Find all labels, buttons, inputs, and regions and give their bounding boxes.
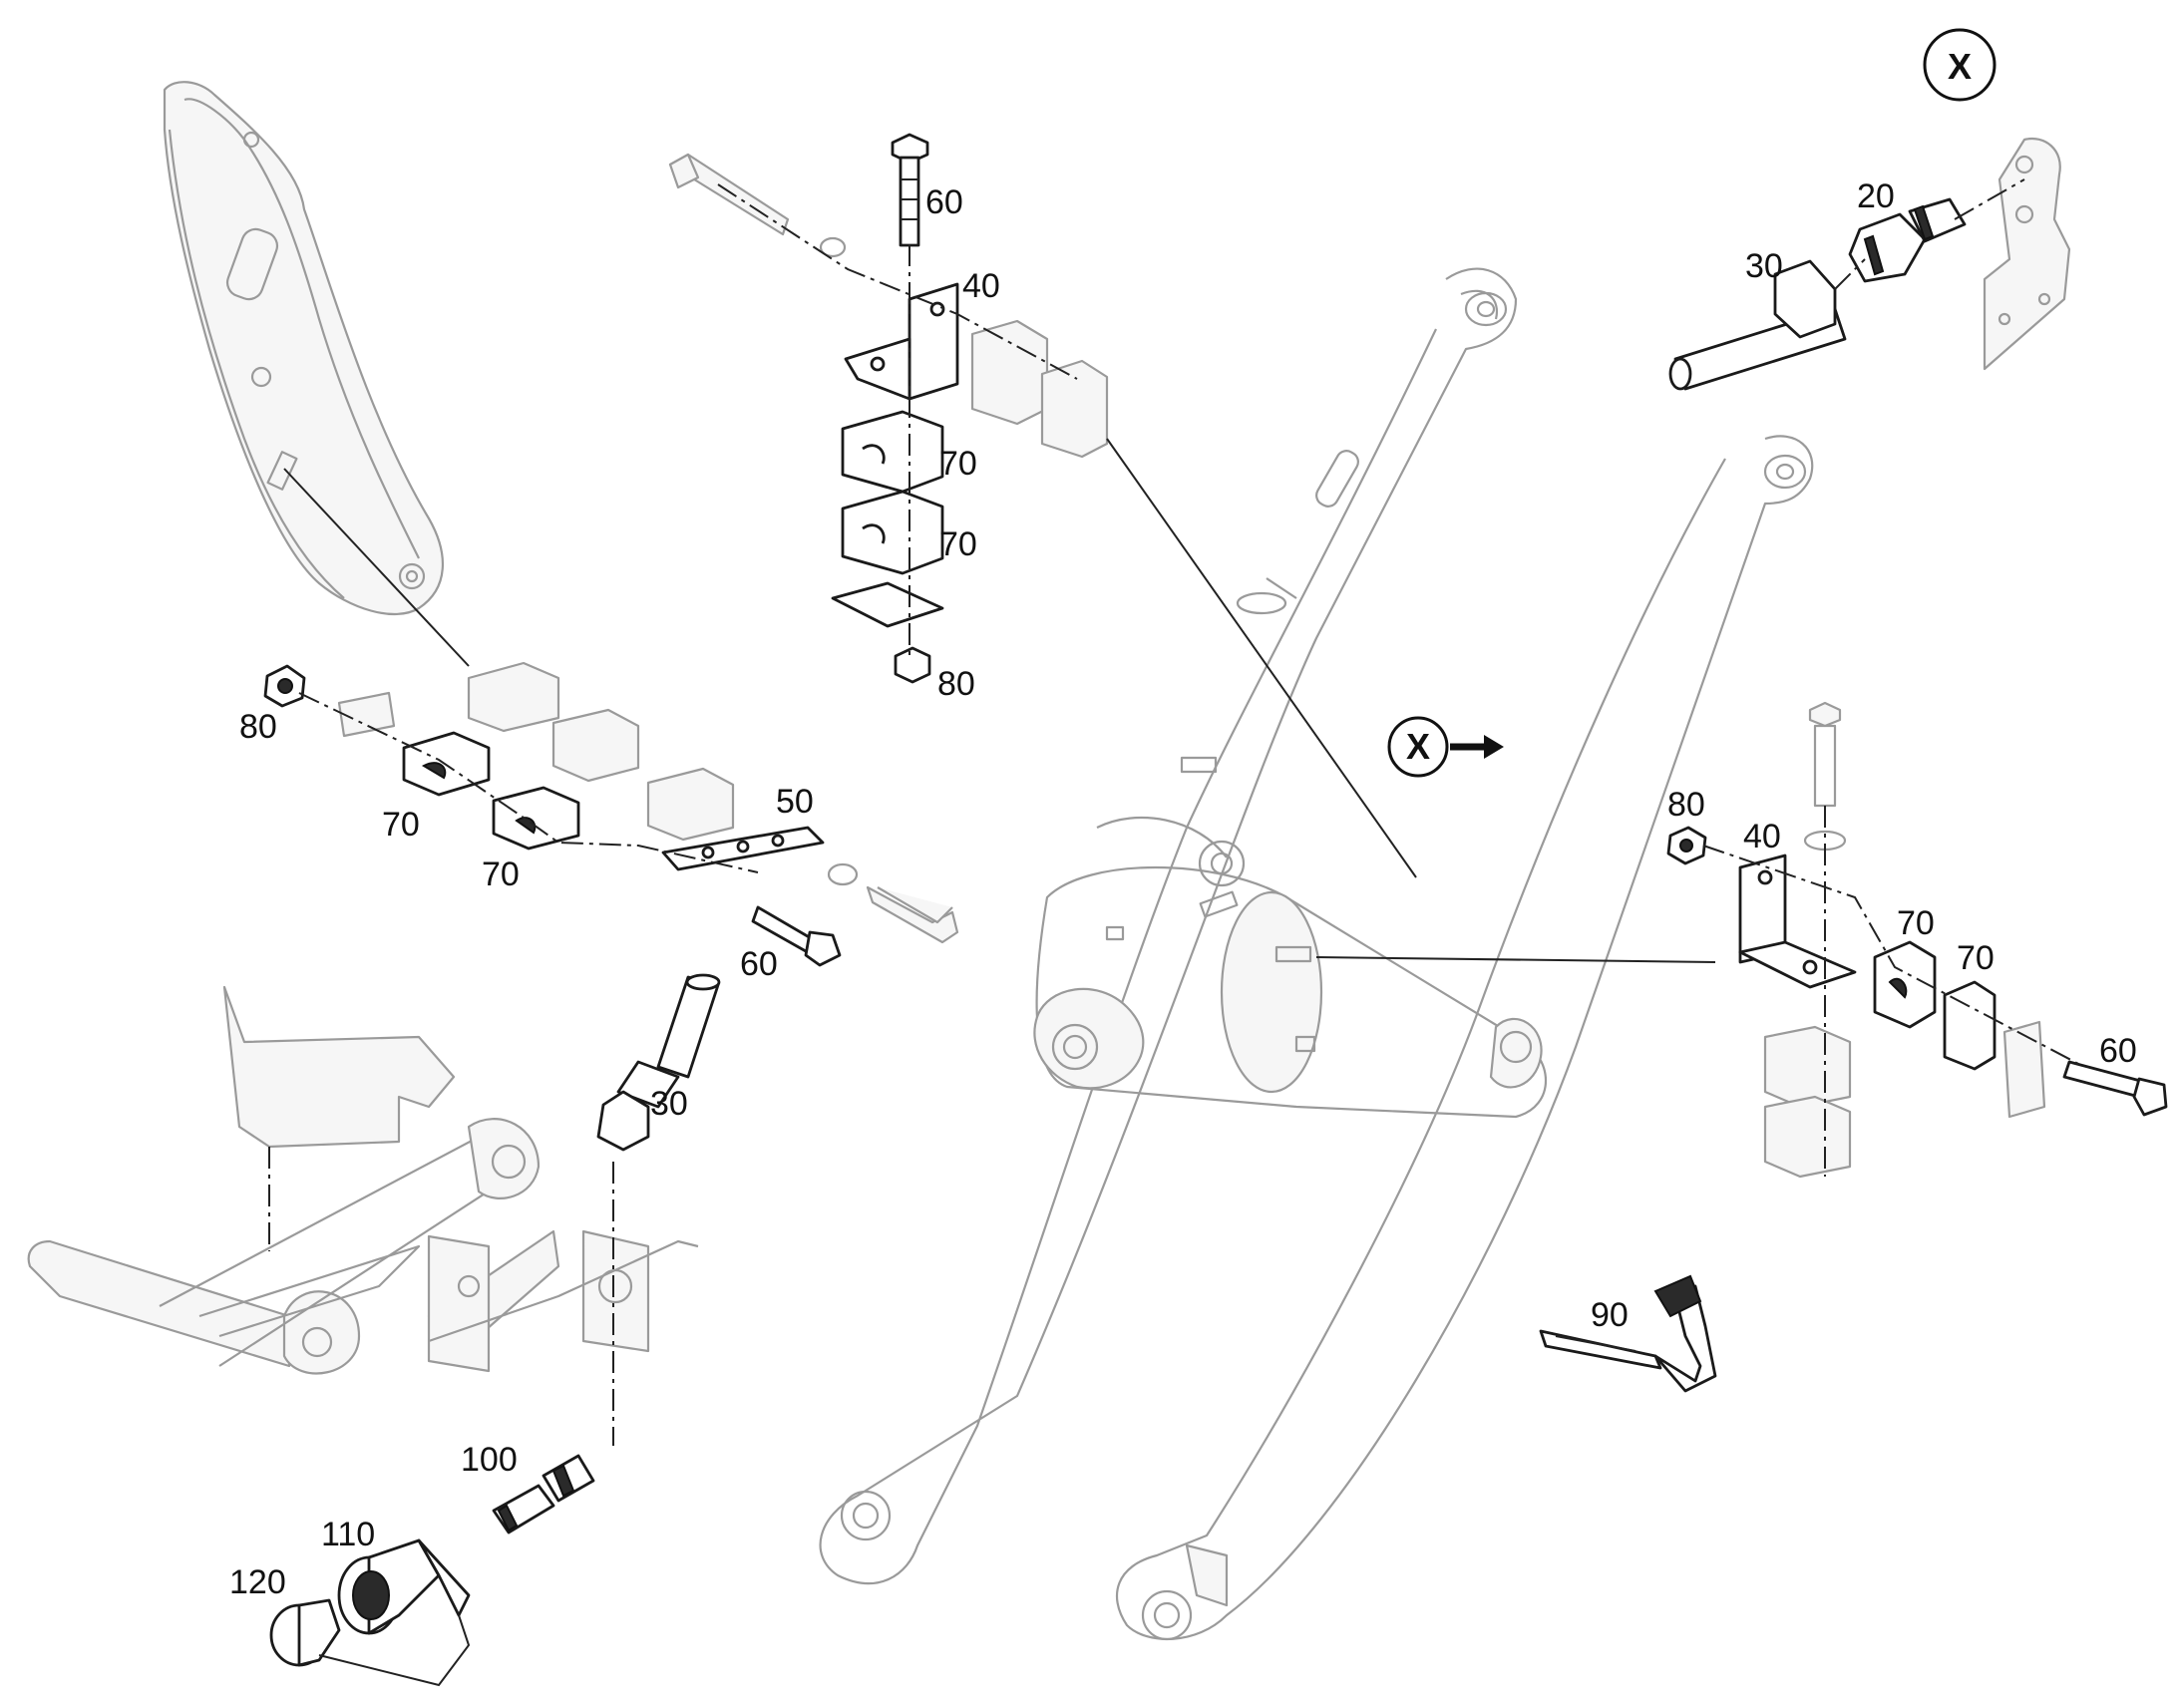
centerlines-left	[283, 468, 759, 873]
coupling-110	[337, 1538, 471, 1635]
label-70-right-a: 70	[1897, 904, 1935, 942]
label-20: 20	[1857, 177, 1895, 215]
nut-80-right	[1666, 826, 1707, 865]
clamp-70-right-a	[1873, 940, 1937, 1029]
clamp-halves-70-top	[841, 410, 944, 575]
coupling-100	[492, 1454, 595, 1535]
boom-arm-section-ghost	[163, 81, 445, 616]
part-labels: 20 30 30 40 40 50 60 60 60 70 70 70 70 7…	[229, 177, 2137, 1601]
hex-bolt-top-60	[891, 133, 929, 247]
label-110: 110	[321, 1516, 375, 1553]
bracket-plate-ghost	[427, 1229, 699, 1373]
label-80-top: 80	[937, 665, 975, 703]
clamp-ghosts-left	[337, 661, 959, 944]
label-80-right: 80	[1667, 786, 1705, 824]
label-70-left-a: 70	[382, 806, 420, 844]
cap-120	[269, 1598, 471, 1687]
label-80-left: 80	[239, 708, 277, 746]
clamp-70-left-b	[492, 786, 580, 851]
label-40-top: 40	[962, 267, 1000, 305]
plate-and-nut-80-top	[831, 581, 944, 684]
view-x-marker: X	[1387, 716, 1504, 778]
bolt-60-left	[751, 886, 953, 967]
strip-50	[661, 826, 825, 871]
label-40-right: 40	[1743, 818, 1781, 855]
loader-lift-arms-ghost	[819, 267, 1814, 1641]
view-x-text: X	[1406, 726, 1430, 767]
angle-bracket-40-right	[1738, 854, 1857, 989]
clamp-ghosts-right	[1763, 1020, 2046, 1179]
clamp-70-right-b	[1943, 980, 1997, 1071]
label-30-top: 30	[1745, 247, 1783, 285]
label-70-left-b: 70	[482, 855, 520, 893]
bolt-60-right	[2062, 1060, 2168, 1117]
label-120: 120	[229, 1563, 286, 1601]
label-50: 50	[776, 783, 814, 821]
centerlines-top	[717, 183, 1417, 878]
label-30-mid: 30	[650, 1085, 688, 1123]
label-60-top: 60	[925, 183, 963, 221]
nut-80-left	[263, 664, 306, 708]
support-frame-ghost	[27, 985, 560, 1375]
label-70-right-b: 70	[1957, 939, 1995, 977]
centerlines-lower-left	[268, 1147, 614, 1446]
label-90: 90	[1591, 1296, 1629, 1334]
label-60-left: 60	[740, 945, 778, 983]
cable-tie-90	[1539, 1274, 1717, 1393]
angle-bracket-40-top	[844, 282, 959, 401]
label-60-right: 60	[2099, 1032, 2137, 1070]
clamp-ghost-top	[970, 319, 1109, 459]
centerlines-right	[1315, 806, 2085, 1177]
label-100: 100	[461, 1441, 518, 1479]
label-70-top-a: 70	[939, 445, 977, 483]
detail-x-text: X	[1948, 46, 1972, 87]
detail-x-marker: X	[1923, 28, 1997, 102]
label-70-top-b: 70	[939, 525, 977, 563]
hose-fitting-30-mid	[596, 973, 721, 1152]
bolt-upper-ghost	[668, 153, 847, 258]
detail-x-group	[1668, 137, 2071, 391]
